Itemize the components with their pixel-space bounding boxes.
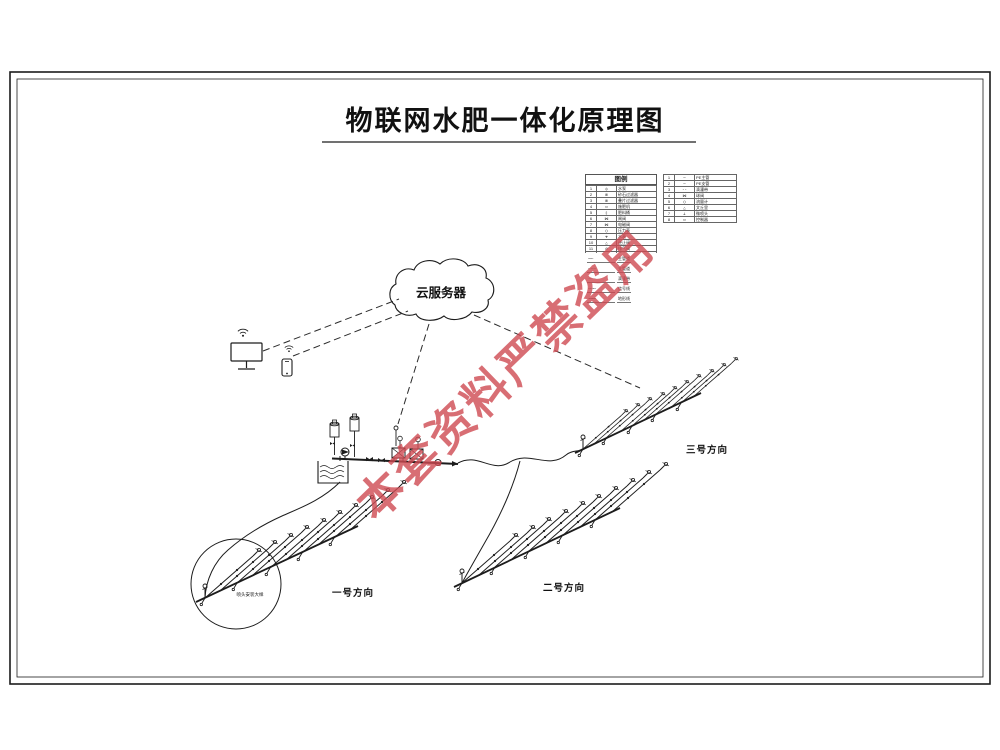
callout-circle: 喷头安装大样: [190, 538, 282, 630]
pipeline-routes: [204, 448, 584, 599]
field3-controller-icon: [580, 434, 586, 450]
field-grid-3: 三号方向: [574, 356, 739, 458]
wireless-links: [262, 298, 641, 425]
detail-label: 喷头安装大样: [237, 591, 264, 598]
legend-row: ———主管道: [587, 256, 631, 263]
link-cloud-monitor: [262, 298, 400, 352]
filter-unit-1: [391, 447, 406, 462]
manifold-pipe: [331, 457, 459, 465]
fertigation-station: [317, 413, 459, 484]
field-grid-1: 一号方向: [195, 479, 408, 607]
phone-icon: [281, 358, 293, 377]
fertilizer-tank-2: [349, 413, 360, 457]
legend-line-types: ———主管道 — — —支管道 -----滴灌带 —·—·—信号线 ~~~~~地形线: [585, 253, 657, 305]
legend-title: 图例: [585, 174, 657, 185]
legend-row: 8▭控制器: [663, 216, 737, 223]
flow-meter-icon: [434, 459, 458, 467]
legend-row: — — —支管道: [587, 266, 631, 273]
field-label-2: 二号方向: [543, 582, 585, 594]
legend-row: —·—·—信号线: [587, 286, 631, 293]
legend-line-rows: ———主管道 — — —支管道 -----滴灌带 —·—·—信号线 ~~~~~地形线: [585, 253, 633, 305]
field-label-3: 三号方向: [686, 444, 728, 456]
legend-row: ~~~~~地形线: [587, 296, 631, 303]
wifi-icon-phone: [284, 345, 294, 353]
legend-row: -----滴灌带: [587, 276, 631, 283]
cloud-label: 云服务器: [416, 285, 467, 300]
monitor-icon: [230, 342, 263, 370]
cloud-server: 云服务器: [389, 258, 495, 321]
wifi-icon-monitor: [237, 328, 249, 338]
station-antenna-icon: [393, 425, 399, 446]
filter-unit-2: [409, 448, 424, 463]
water-basin-icon: [317, 461, 349, 484]
page-title: 物联网水肥一体化原理图: [346, 106, 665, 136]
border-frame: [9, 71, 991, 685]
fertilizer-tank-1: [329, 419, 340, 455]
field-grid-2: 二号方向: [453, 461, 670, 594]
field-label-1: 一号方向: [332, 587, 374, 599]
link-cloud-field3: [473, 314, 641, 389]
pressure-gauge-icon: [397, 435, 421, 449]
link-cloud-phone: [292, 310, 409, 357]
cloud-icon: [389, 258, 495, 321]
link-cloud-station: [397, 323, 430, 425]
